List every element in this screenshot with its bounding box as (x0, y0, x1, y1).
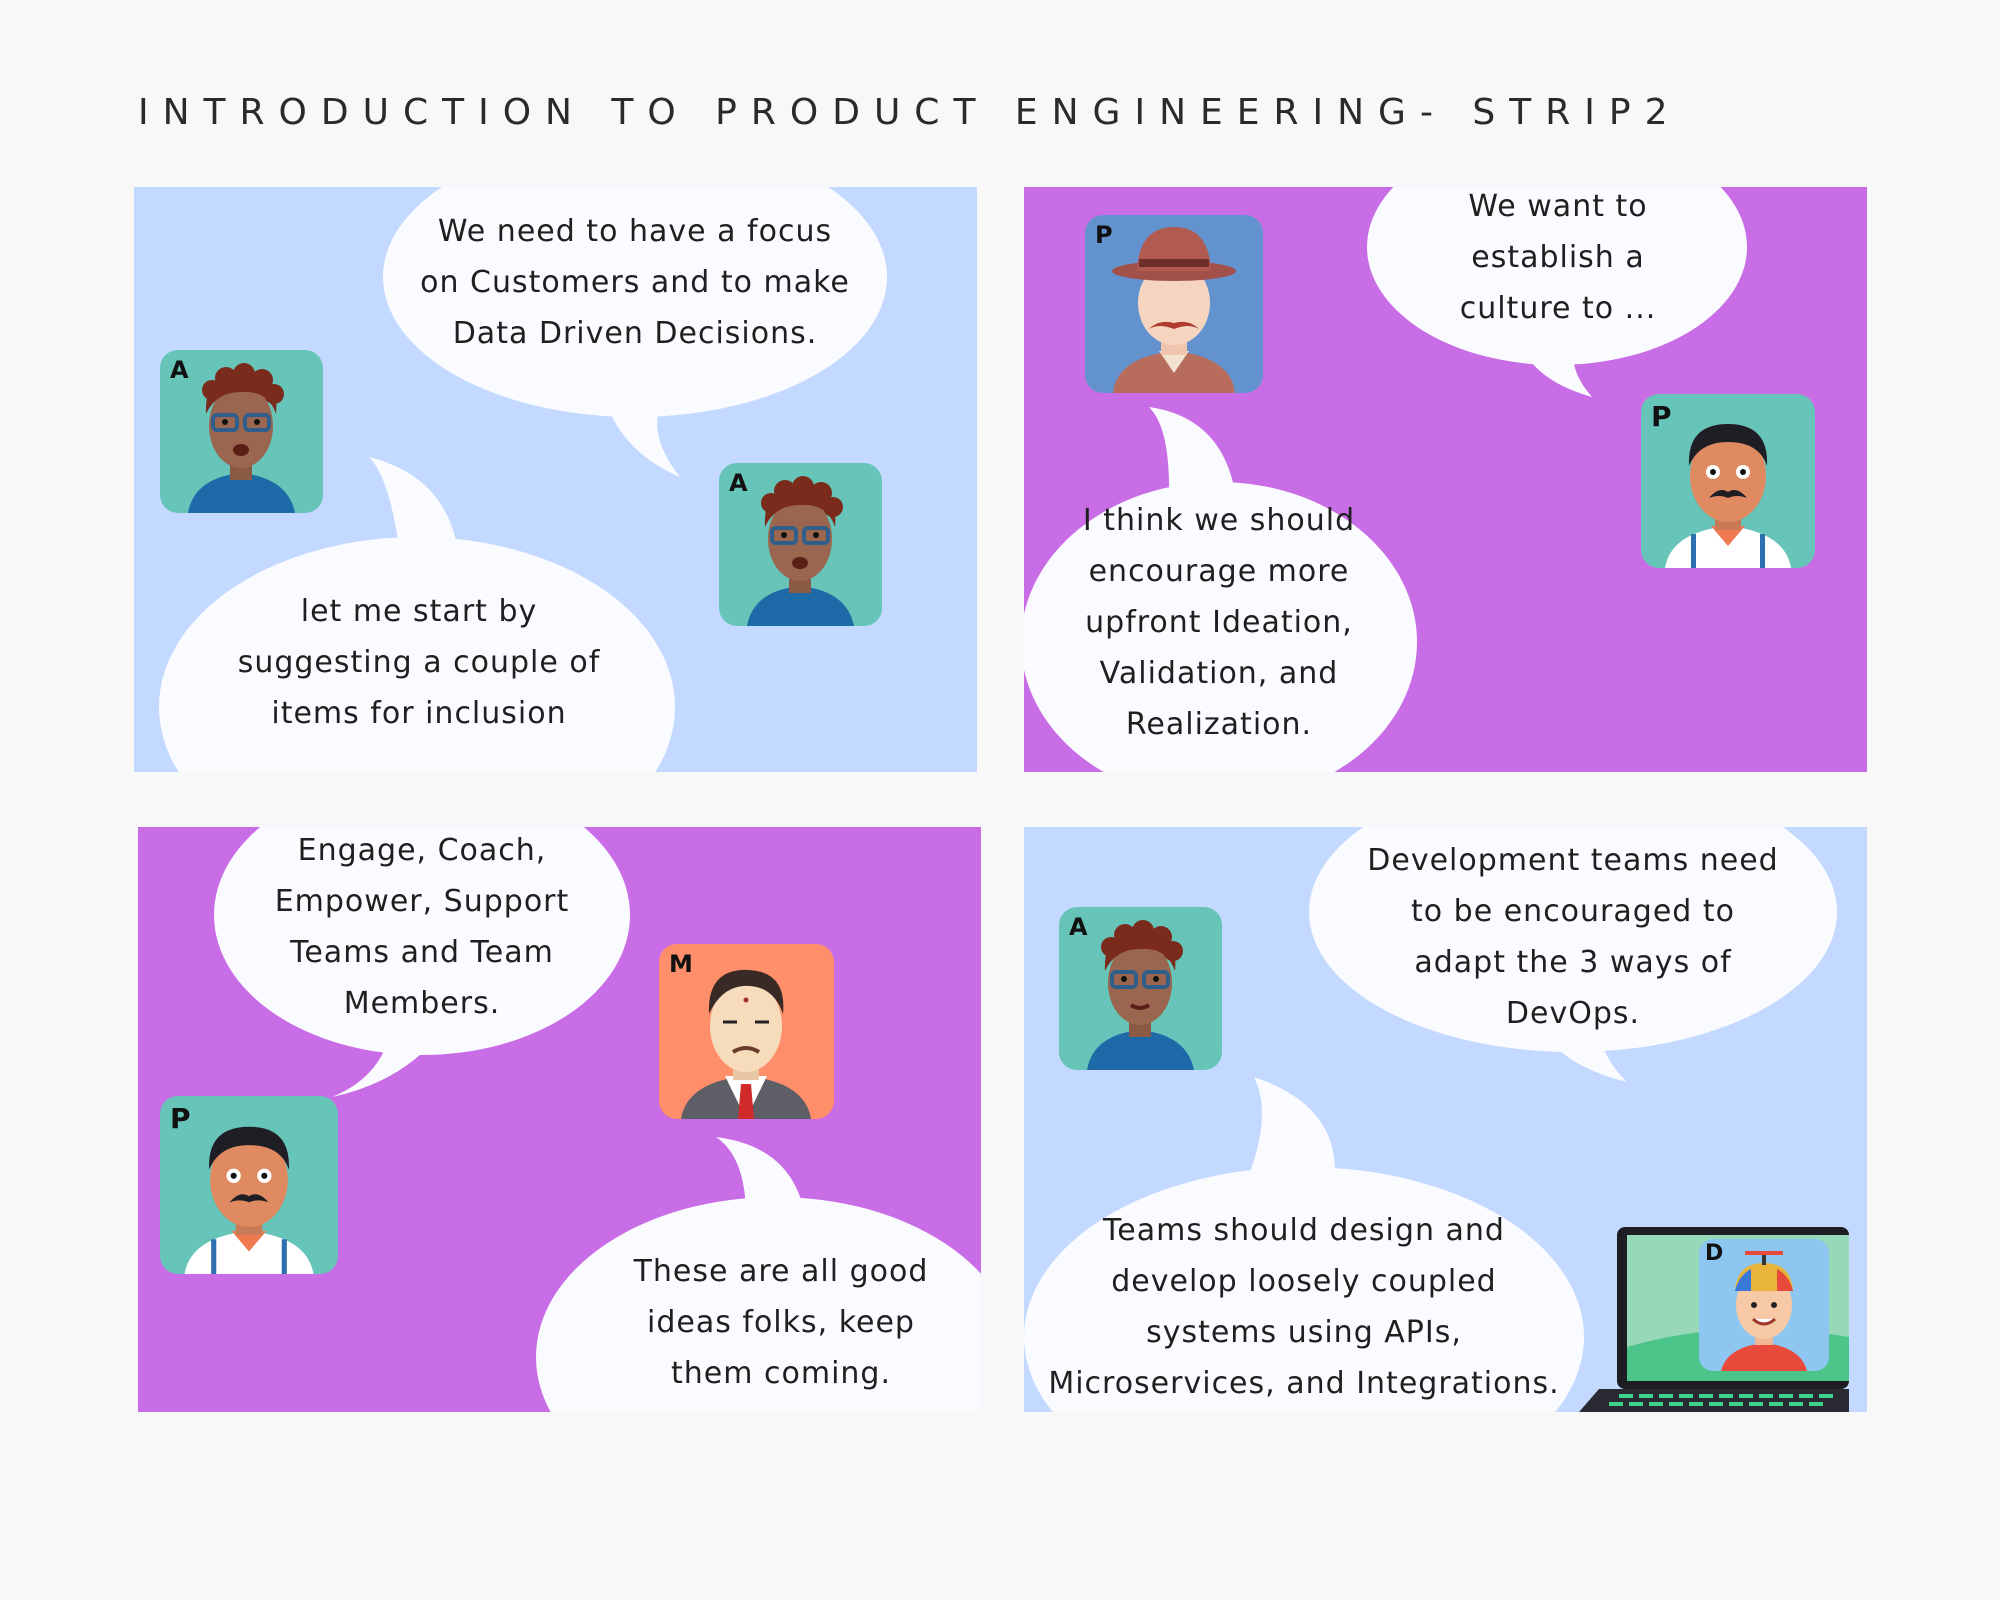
speech-bubble-shape (159, 457, 675, 772)
speech-bubble-shape (1024, 1077, 1584, 1412)
speech-bubble-shape (1024, 407, 1417, 772)
avatar-p: P (160, 1096, 338, 1274)
avatar-label: A (1069, 913, 1088, 941)
page-title: INTRODUCTION TO PRODUCT ENGINEERING- STR… (138, 92, 1682, 133)
speech-bubble: Engage, Coach, Empower, Support Teams an… (212, 827, 632, 1117)
avatar-label: P (1095, 221, 1113, 249)
speech-text: We need to have a focus on Customers and… (420, 213, 850, 351)
speech-text: Engage, Coach, Empower, Support Teams an… (274, 833, 570, 1021)
laptop-video-call: D (1579, 1227, 1849, 1412)
speech-text: These are all good ideas folks, keep the… (633, 1253, 929, 1391)
person-with-propeller-cap-icon (1721, 1251, 1807, 1371)
speech-text: I think we should encourage more upfront… (1082, 502, 1356, 742)
avatar-label: P (1651, 400, 1672, 433)
avatar-p: P (1641, 394, 1815, 568)
avatar-p-hat: P (1085, 215, 1263, 393)
avatar-a: A (160, 350, 323, 513)
speech-bubble-shape (214, 827, 630, 1097)
avatar-d: D (1699, 1239, 1829, 1371)
person-icon (1087, 920, 1194, 1070)
speech-bubble-shape (1309, 827, 1837, 1082)
avatar-a: A (719, 463, 882, 626)
speech-bubble: We want to establish a culture to ... (1367, 187, 1749, 407)
person-icon (184, 1126, 314, 1274)
avatar-label: M (669, 950, 693, 978)
person-icon (747, 476, 854, 626)
speech-bubble: We need to have a focus on Customers and… (380, 187, 890, 507)
avatar-m: M (659, 944, 834, 1119)
speech-bubble: let me start by suggesting a couple of i… (159, 457, 679, 772)
comic-panel-1: We need to have a focus on Customers and… (134, 187, 977, 772)
speech-bubble: I think we should encourage more upfront… (1024, 407, 1419, 772)
comic-panel-3: Engage, Coach, Empower, Support Teams an… (138, 827, 981, 1412)
speech-text: We want to establish a culture to ... (1459, 188, 1657, 326)
speech-bubble: Development teams need to be encouraged … (1307, 827, 1839, 1092)
person-with-tie-icon (681, 969, 811, 1119)
person-icon (1665, 424, 1791, 568)
speech-bubble: Teams should design and develop loosely … (1024, 1077, 1584, 1412)
speech-bubble-shape (536, 1137, 981, 1412)
speech-text: let me start by suggesting a couple of i… (237, 593, 601, 731)
avatar-label: A (170, 356, 189, 384)
avatar-a: A (1059, 907, 1222, 1070)
avatar-label: P (170, 1102, 191, 1135)
avatar-label: D (1705, 1241, 1724, 1266)
comic-panel-2: We want to establish a culture to ... I … (1024, 187, 1867, 772)
speech-bubble-shape (383, 187, 887, 477)
speech-bubble-shape (1367, 187, 1747, 397)
speech-bubble: These are all good ideas folks, keep the… (536, 1137, 981, 1412)
person-icon (188, 363, 295, 513)
speech-text: Development teams need to be encouraged … (1367, 843, 1779, 1031)
comic-panel-4: Development teams need to be encouraged … (1024, 827, 1867, 1412)
avatar-label: A (729, 469, 748, 497)
speech-text: Teams should design and develop loosely … (1048, 1213, 1560, 1401)
person-with-hat-icon (1112, 227, 1236, 393)
